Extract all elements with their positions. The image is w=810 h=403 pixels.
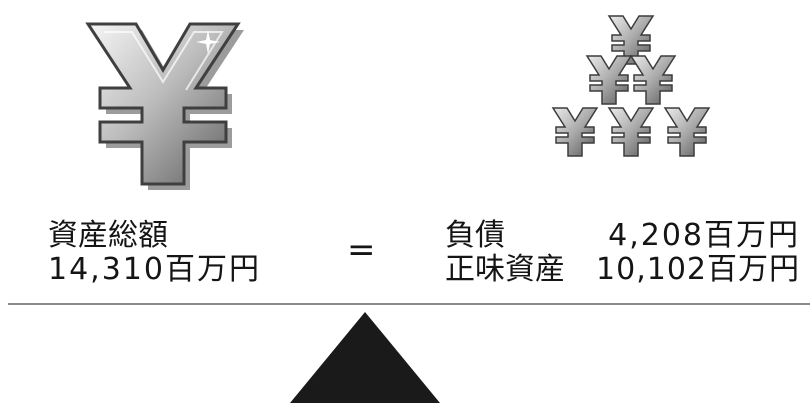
balance-beam bbox=[8, 303, 810, 305]
equity-label: 正味資産 bbox=[445, 252, 565, 287]
yen-icon bbox=[85, 22, 244, 190]
equity-value: 10,102百万円 bbox=[596, 252, 800, 287]
assets-value: 14,310百万円 bbox=[48, 252, 261, 287]
yen-pile-icon bbox=[552, 15, 710, 157]
equals-sign: = bbox=[347, 230, 376, 270]
assets-label: 資産総額 bbox=[48, 218, 168, 253]
liabilities-label: 負債 bbox=[445, 218, 505, 253]
fulcrum-triangle bbox=[290, 312, 440, 403]
liabilities-value: 4,208百万円 bbox=[608, 218, 800, 253]
